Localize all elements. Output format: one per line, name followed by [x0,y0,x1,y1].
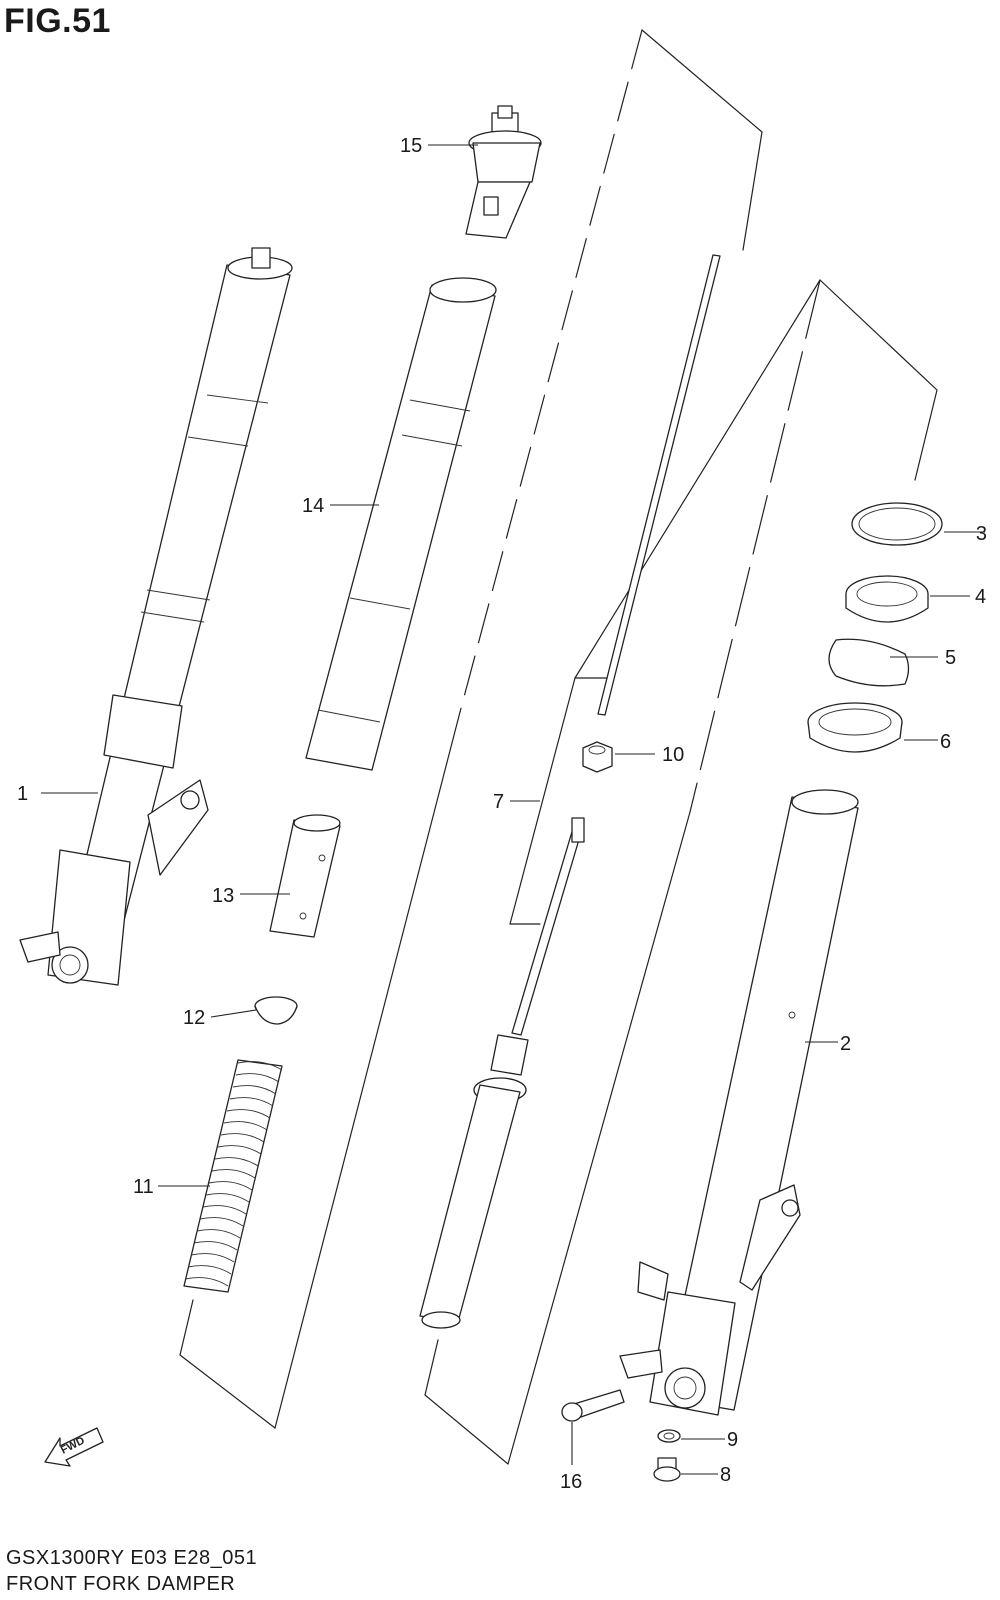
callout-3: 3 [976,523,987,545]
ring-icon [828,638,910,687]
callout-2: 2 [840,1033,851,1055]
callout-13: 13 [212,885,234,907]
front-fork-assembly-left-icon [19,247,293,986]
callout-16: 16 [560,1471,582,1493]
assembly-bracket-frame [179,29,763,1429]
cap-bolt-icon [465,105,542,239]
bolt-icon [653,1457,681,1482]
washer-gasket-icon [657,1429,681,1443]
callout-numbers: 15 14 1 13 12 11 7 10 3 4 5 6 2 9 8 16 [17,135,987,1493]
axle-pinch-bolt-icon [561,1389,625,1422]
dust-seal-icon [807,702,903,753]
figure-title: FIG.51 [4,2,111,40]
forward-direction-arrow-icon: FWD [44,1427,104,1467]
callout-1: 1 [17,783,28,805]
callout-4: 4 [975,586,986,608]
oil-seal-icon [845,575,929,623]
callout-9: 9 [727,1429,738,1451]
callout-6: 6 [940,731,951,753]
callout-11: 11 [133,1176,154,1198]
callout-12: 12 [183,1007,205,1029]
callout-15: 15 [400,135,422,157]
callout-8: 8 [720,1464,731,1486]
inner-tube-icon [305,277,497,771]
leader-lines [41,144,985,1475]
fork-spring-icon [183,1059,283,1293]
callout-10: 10 [662,744,684,766]
outer-tube-right-icon [619,789,859,1416]
model-code: GSX1300RY E03 E28_051 [6,1547,258,1569]
nut-icon [582,741,613,773]
spacer-tube-icon [269,814,341,938]
callout-14: 14 [302,495,324,517]
callout-5: 5 [945,647,956,669]
spring-seat-icon [254,996,298,1025]
callout-7: 7 [493,791,504,813]
oil-seal-stopper-ring-icon [851,502,943,546]
damper-rod-icon [419,254,721,1329]
damper-rod-bracket-frame [424,279,938,1465]
section-name: FRONT FORK DAMPER [6,1573,236,1595]
